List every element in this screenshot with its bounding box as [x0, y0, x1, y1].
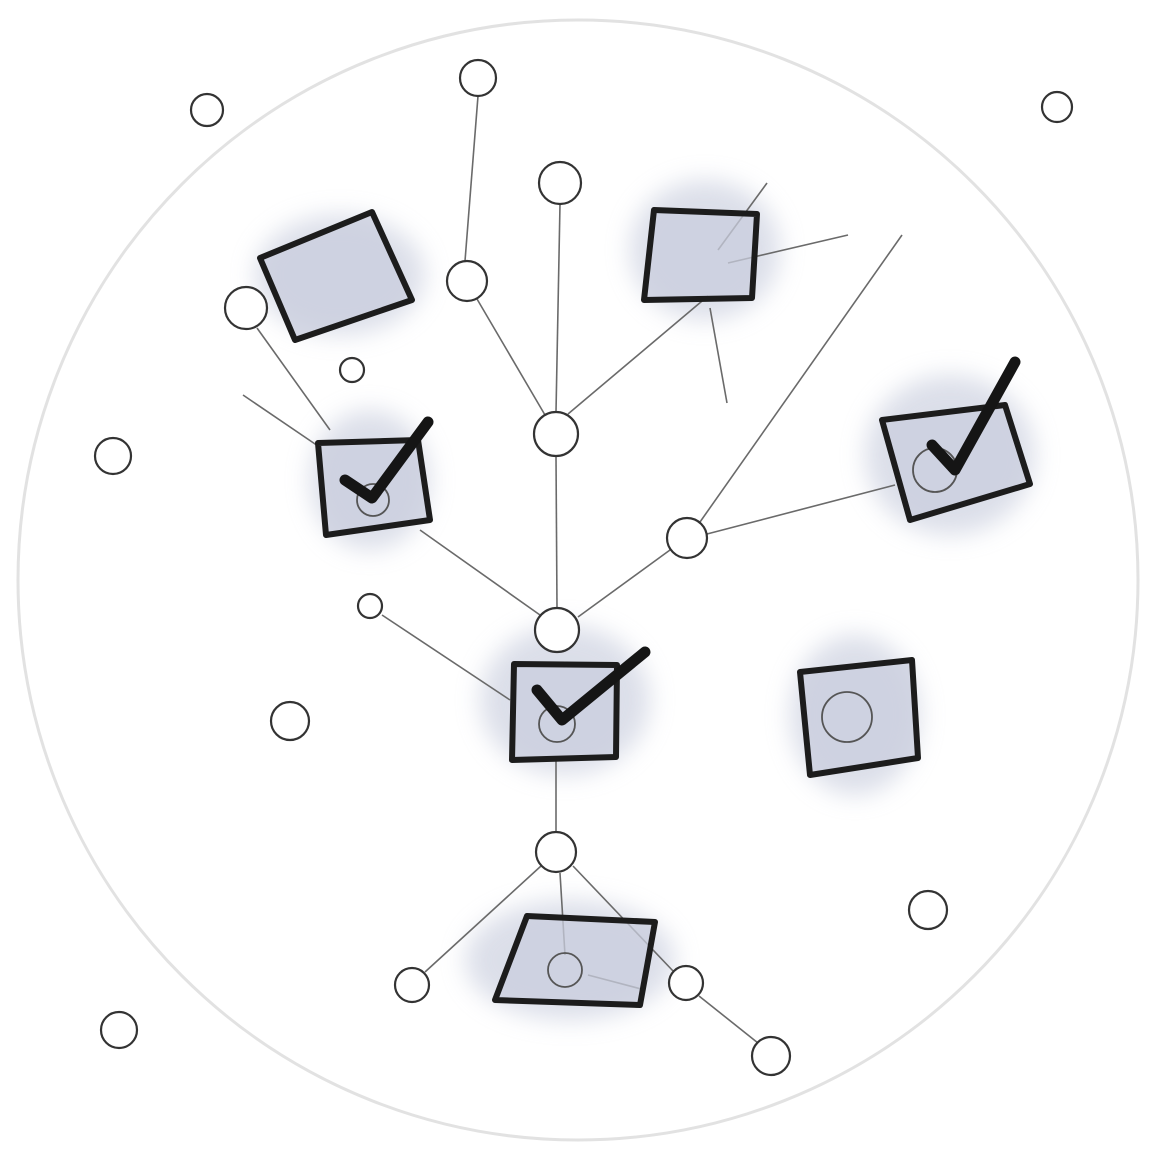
- checkbox-empty-icon: [257, 209, 415, 343]
- node-icon: [532, 410, 580, 458]
- checkbox-empty-icon: [641, 207, 760, 303]
- node-icon: [93, 436, 133, 476]
- nodes: [93, 58, 1074, 1077]
- node-icon: [534, 830, 578, 874]
- node-icon: [393, 966, 431, 1004]
- node-icon: [821, 691, 873, 743]
- node-icon: [445, 259, 489, 303]
- node-icon: [223, 285, 269, 331]
- node-icon: [547, 952, 583, 988]
- edge: [555, 203, 561, 413]
- edge: [476, 298, 546, 416]
- node-icon: [338, 356, 366, 384]
- edge: [567, 295, 709, 415]
- node-icon: [533, 606, 581, 654]
- frame-circle: [16, 18, 1140, 1142]
- node-icon: [667, 964, 705, 1002]
- node-icon: [537, 160, 583, 206]
- checkmark-icon: [926, 356, 1021, 476]
- checkbox-empty-icon: [492, 913, 658, 1008]
- edge: [706, 484, 896, 535]
- node-icon: [665, 516, 709, 560]
- edge: [381, 614, 511, 701]
- node-icon: [1040, 90, 1074, 124]
- edge: [256, 327, 331, 431]
- node-icon: [458, 58, 498, 98]
- edge: [424, 865, 542, 973]
- edge: [464, 95, 479, 262]
- node-icon: [907, 889, 949, 931]
- checkmark-icon: [339, 416, 434, 504]
- node-icon: [99, 1010, 139, 1050]
- connections: [242, 95, 903, 1044]
- checkmark-icon: [531, 646, 651, 726]
- checkbox-empty-icon: [797, 657, 921, 778]
- edge: [555, 455, 558, 609]
- edge: [577, 549, 671, 618]
- node-icon: [356, 483, 390, 517]
- node-icon: [356, 592, 384, 620]
- node-icon: [269, 700, 311, 742]
- node-icon: [189, 92, 225, 128]
- node-icon: [750, 1035, 792, 1077]
- edge: [698, 995, 759, 1044]
- edge: [709, 307, 728, 404]
- edge: [699, 234, 903, 523]
- edge: [419, 529, 541, 616]
- checkmarks: [339, 356, 1021, 726]
- edge: [242, 394, 319, 447]
